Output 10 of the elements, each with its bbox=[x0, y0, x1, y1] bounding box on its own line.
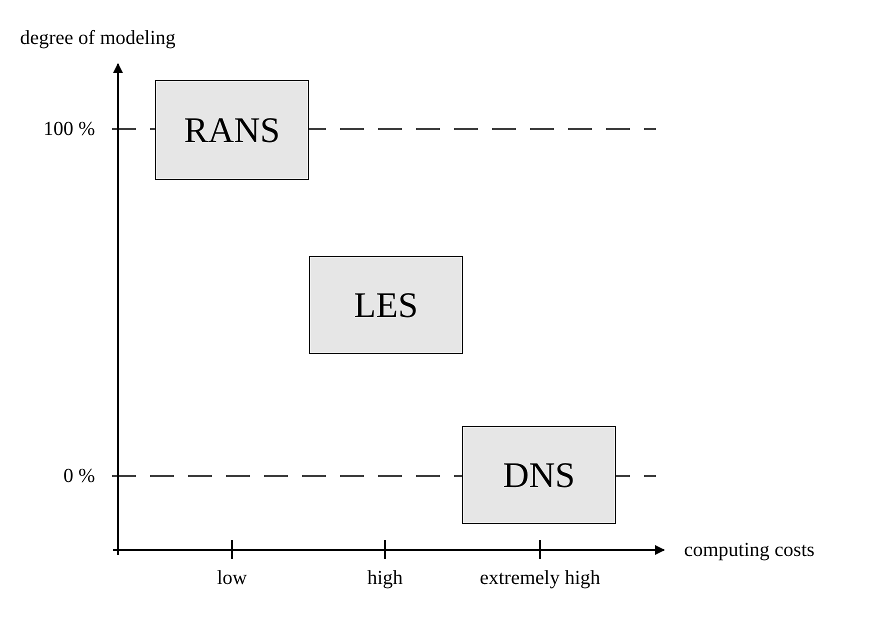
tick-label: 100 % bbox=[42, 117, 95, 141]
tick-label: 0 % bbox=[62, 464, 95, 488]
tick-label: low bbox=[216, 566, 248, 590]
tick-label: extremely high bbox=[478, 566, 602, 590]
method-box: LES bbox=[309, 256, 463, 354]
tick-label: high bbox=[366, 566, 404, 590]
method-box: DNS bbox=[462, 426, 616, 524]
method-box: RANS bbox=[155, 80, 309, 180]
axis-title: computing costs bbox=[684, 538, 816, 562]
axis-title: degree of modeling bbox=[20, 26, 176, 50]
